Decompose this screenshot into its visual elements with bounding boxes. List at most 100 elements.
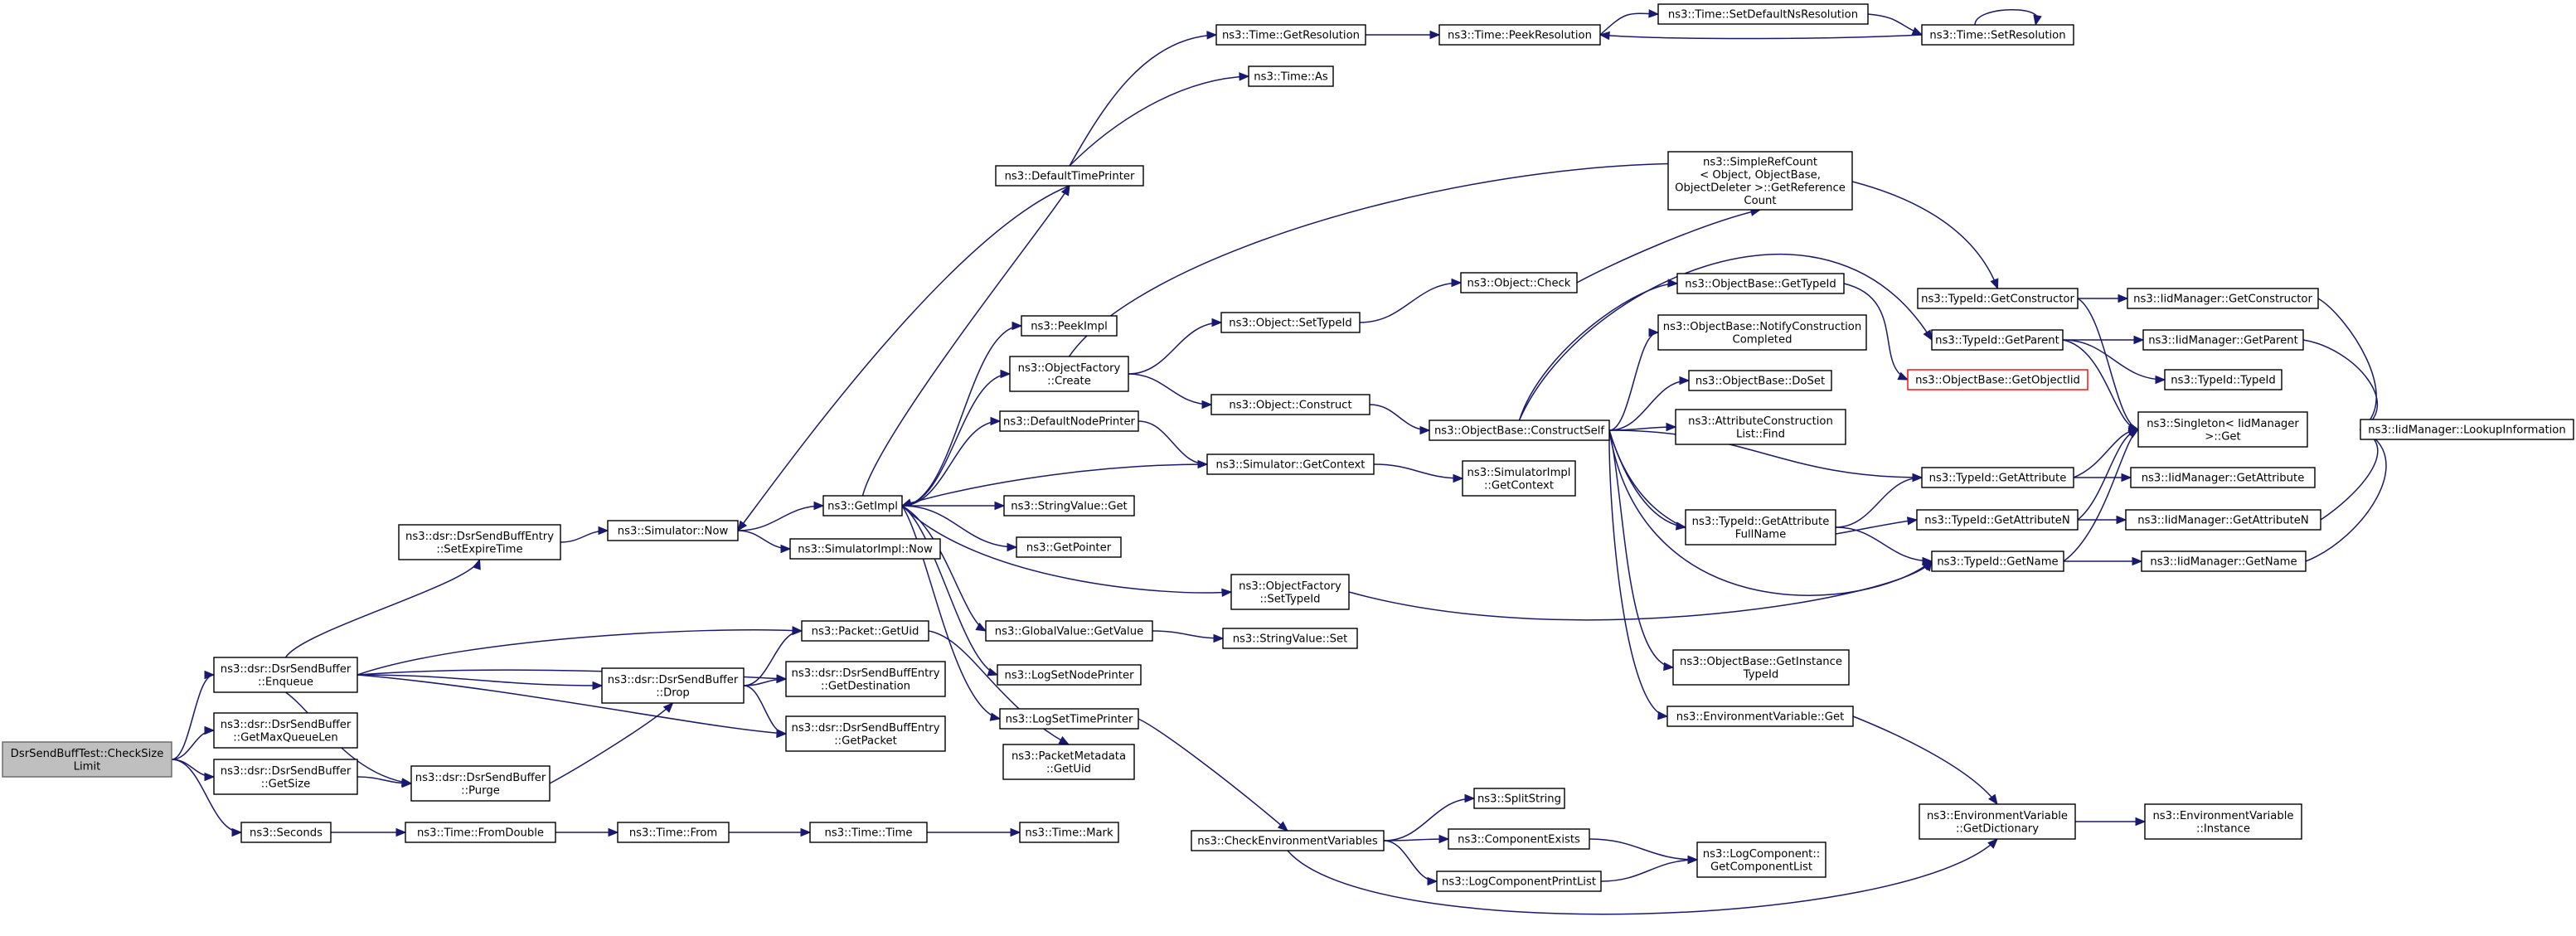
node-envinst[interactable]: ns3::EnvironmentVariable::Instance	[2144, 803, 2302, 840]
edge-obconstructself-to-obnotify	[1608, 332, 1659, 431]
node-simplerefcount[interactable]: ns3::SimpleRefCount< Object, ObjectBase,…	[1667, 151, 1853, 211]
node-iidattrn[interactable]: ns3::IidManager::GetAttributeN	[2125, 509, 2321, 531]
node-label: >::Get	[2205, 430, 2240, 443]
node-timeas[interactable]: ns3::Time::As	[1248, 65, 1334, 87]
node-tidgetname[interactable]: ns3::TypeId::GetName	[1931, 550, 2064, 572]
node-getimpl[interactable]: ns3::GetImpl	[822, 495, 903, 516]
node-label: ns3::GetPointer	[1026, 542, 1112, 555]
node-envget[interactable]: ns3::EnvironmentVariable::Get	[1666, 706, 1854, 727]
node-objconstruct[interactable]: ns3::Object::Construct	[1210, 394, 1370, 415]
node-box	[410, 765, 551, 802]
node-objcheck[interactable]: ns3::Object::Check	[1460, 272, 1578, 293]
node-pmuid[interactable]: ns3::PacketMetadata::GetUid	[1002, 744, 1135, 780]
node-box	[1248, 65, 1334, 87]
node-ofsettid[interactable]: ns3::ObjectFactory::SetTypeId	[1230, 574, 1350, 610]
edge-setexpire-to-simnow-arrowhead	[598, 526, 609, 536]
node-label: Completed	[1733, 333, 1793, 346]
node-label: ns3::Simulator::Now	[618, 526, 729, 538]
edge-ofcreate-to-tidgetctor-arrowhead	[1990, 278, 1999, 290]
node-box	[1230, 574, 1350, 610]
edge-obconstructself-to-tidgetparent-arrowhead	[1923, 329, 1933, 342]
node-drop[interactable]: ns3::dsr::DsrSendBuffer::Drop	[601, 667, 745, 704]
node-splitstr[interactable]: ns3::SplitString	[1473, 788, 1565, 809]
node-getpointer[interactable]: ns3::GetPointer	[1016, 536, 1122, 558]
node-iidname[interactable]: ns3::IidManager::GetName	[2141, 550, 2307, 572]
node-box	[809, 822, 928, 843]
node-box	[1215, 24, 1366, 46]
node-tidtid[interactable]: ns3::TypeId::TypeId	[2164, 369, 2283, 390]
node-ofcreate[interactable]: ns3::ObjectFactory::Create	[1009, 356, 1129, 392]
node-getmaxq[interactable]: ns3::dsr::DsrSendBuffer::GetMaxQueueLen	[213, 712, 358, 749]
node-label: ns3::dsr::DsrSendBuffEntry	[405, 531, 554, 543]
node-getres[interactable]: ns3::Time::GetResolution	[1215, 24, 1366, 46]
node-logcomplist[interactable]: ns3::LogComponent::GetComponentList	[1696, 841, 1826, 878]
node-tidgetctor[interactable]: ns3::TypeId::GetConstructor	[1917, 288, 2079, 309]
node-obgetoiid[interactable]: ns3::ObjectBase::GetObjectIid	[1907, 369, 2088, 390]
edge-tidgetattr-to-singleton	[2073, 429, 2139, 478]
node-obnotify[interactable]: ns3::ObjectBase::NotifyConstructionCompl…	[1657, 314, 1867, 351]
node-setdefns[interactable]: ns3::Time::SetDefaultNsResolution	[1657, 3, 1869, 25]
node-logsetnp[interactable]: ns3::LogSetNodePrinter	[997, 664, 1142, 686]
node-defnp[interactable]: ns3::DefaultNodePrinter	[999, 410, 1139, 432]
node-objsettid[interactable]: ns3::Object::SetTypeId	[1220, 312, 1361, 333]
node-seconds[interactable]: ns3::Seconds	[240, 822, 332, 843]
node-timetime[interactable]: ns3::Time::Time	[809, 822, 928, 843]
node-simgetctx[interactable]: ns3::Simulator::GetContext	[1206, 453, 1375, 475]
edge-peekres-to-setdefns-arrowhead	[1648, 9, 1660, 18]
node-obdoset[interactable]: ns3::ObjectBase::DoSet	[1688, 370, 1832, 391]
node-fromdouble[interactable]: ns3::Time::FromDouble	[405, 822, 556, 843]
node-obgettid[interactable]: ns3::ObjectBase::GetTypeId	[1676, 273, 1845, 294]
node-label: ::SetExpireTime	[436, 543, 522, 555]
node-label: ns3::ComponentExists	[1458, 834, 1580, 846]
node-tidgetattrn[interactable]: ns3::TypeId::GetAttributeN	[1916, 509, 2079, 531]
node-getsize[interactable]: ns3::dsr::DsrSendBuffer::GetSize	[213, 759, 358, 795]
node-iidlookup[interactable]: ns3::IidManager::LookupInformation	[2360, 419, 2574, 440]
edge-tidattrfull-to-tidgetname-arrowhead	[1922, 556, 1933, 566]
node-envdict[interactable]: ns3::EnvironmentVariable::GetDictionary	[1919, 803, 2076, 840]
node-enqueue[interactable]: ns3::dsr::DsrSendBuffer::Enqueue	[213, 657, 358, 693]
edge-enqueue-to-drop-arrowhead	[592, 681, 604, 691]
node-gvget[interactable]: ns3::GlobalValue::GetValue	[985, 620, 1153, 642]
node-box	[822, 495, 903, 516]
node-svget[interactable]: ns3::StringValue::Get	[1003, 495, 1135, 516]
edge-obgettid-to-obgetoiid-arrowhead	[1897, 371, 1909, 381]
node-label: ns3::IidManager::GetParent	[2148, 335, 2298, 347]
node-label: ns3::TypeId::TypeId	[2171, 375, 2276, 387]
node-logsettp[interactable]: ns3::LogSetTimePrinter	[999, 708, 1139, 730]
node-compexists[interactable]: ns3::ComponentExists	[1448, 828, 1590, 850]
node-getpacket[interactable]: ns3::dsr::DsrSendBuffEntry::GetPacket	[785, 715, 946, 752]
node-peekres[interactable]: ns3::Time::PeekResolution	[1438, 24, 1601, 46]
edge-root-to-seconds-arrowhead	[231, 827, 243, 837]
node-setexpire[interactable]: ns3::dsr::DsrSendBuffEntry::SetExpireTim…	[398, 524, 561, 560]
node-deftp[interactable]: ns3::DefaultTimePrinter	[995, 165, 1144, 187]
node-svset[interactable]: ns3::StringValue::Set	[1222, 628, 1358, 649]
node-obconstructself[interactable]: ns3::ObjectBase::ConstructSelf	[1429, 420, 1610, 441]
node-timemark[interactable]: ns3::Time::Mark	[1019, 822, 1119, 843]
node-label: ObjectDeleter >::GetReference	[1675, 182, 1846, 194]
node-simimplnow[interactable]: ns3::SimulatorImpl::Now	[789, 538, 941, 560]
edge-obconstructself-to-obdoset	[1608, 380, 1690, 431]
node-simimplctx[interactable]: ns3::SimulatorImpl::GetContext	[1462, 460, 1576, 497]
node-simnow[interactable]: ns3::Simulator::Now	[607, 520, 739, 541]
node-iidattr[interactable]: ns3::IidManager::GetAttribute	[2130, 467, 2316, 488]
node-iidparent[interactable]: ns3::IidManager::GetParent	[2142, 329, 2304, 351]
edge-gvget-to-svset	[1152, 630, 1224, 639]
node-peekimpl[interactable]: ns3::PeekImpl	[1021, 315, 1118, 337]
node-label: ::Drop	[656, 686, 690, 699]
node-getdest[interactable]: ns3::dsr::DsrSendBuffEntry::GetDestinati…	[785, 661, 946, 697]
node-iidctor[interactable]: ns3::IidManager::GetConstructor	[2127, 288, 2319, 309]
node-purge[interactable]: ns3::dsr::DsrSendBuffer::Purge	[410, 765, 551, 802]
node-label: ns3::ObjectBase::ConstructSelf	[1434, 425, 1604, 438]
node-singleton[interactable]: ns3::Singleton< IidManager>::Get	[2137, 411, 2308, 448]
node-checkenv[interactable]: ns3::CheckEnvironmentVariables	[1191, 830, 1385, 851]
node-setres[interactable]: ns3::Time::SetResolution	[1921, 24, 2074, 46]
node-logcompprint[interactable]: ns3::LogComponentPrintList	[1436, 871, 1602, 892]
node-tidgetattr[interactable]: ns3::TypeId::GetAttribute	[1921, 467, 2074, 488]
node-pktuid[interactable]: ns3::Packet::GetUid	[801, 620, 929, 642]
node-tidgetparent[interactable]: ns3::TypeId::GetParent	[1931, 329, 2064, 351]
node-timefrom[interactable]: ns3::Time::From	[617, 822, 730, 843]
